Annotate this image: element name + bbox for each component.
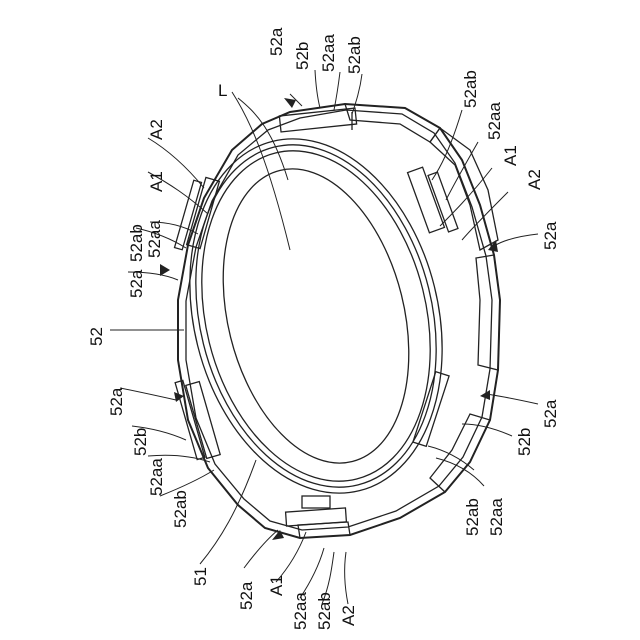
label-b-52aa: 52aa xyxy=(291,592,310,630)
label-top-52a: 52a xyxy=(267,27,286,56)
label-b-52ab: 52ab xyxy=(315,592,334,630)
label-tr-52ab: 52ab xyxy=(461,70,480,108)
block-52a-top xyxy=(345,104,440,142)
label-b-A1: A1 xyxy=(267,575,286,596)
arrow-left-lower xyxy=(174,392,184,402)
label-l-52b: 52b xyxy=(131,428,150,456)
label-l-52ab: 52ab xyxy=(171,490,190,528)
slots xyxy=(175,108,458,526)
label-L: L xyxy=(218,81,227,100)
label-tr-52aa: 52aa xyxy=(485,102,504,140)
label-top-52b: 52b xyxy=(293,42,312,70)
label-l-52a-lower: 52a xyxy=(107,387,126,416)
label-br-52aa: 52aa xyxy=(487,498,506,536)
slot-bottom-tab xyxy=(302,496,330,508)
labels: L 52a 52b 52aa 52ab 52ab 52aa A1 A2 52a … xyxy=(87,27,560,630)
label-tr-A2: A2 xyxy=(525,169,544,190)
label-l-52a-upper: 52a xyxy=(127,269,146,298)
label-tl-A2: A2 xyxy=(147,119,166,140)
label-r-52a-upper: 52a xyxy=(541,221,560,250)
label-l-52aa: 52aa xyxy=(147,458,166,496)
label-b-A2: A2 xyxy=(339,605,358,626)
arrow-heads xyxy=(160,98,498,540)
arrow-top xyxy=(284,98,296,108)
outer-housing-52 xyxy=(178,104,500,538)
label-51: 51 xyxy=(191,567,210,586)
label-top-52aa: 52aa xyxy=(319,34,338,72)
arrow-left-upper xyxy=(160,264,170,276)
label-top-52ab: 52ab xyxy=(345,36,364,74)
label-r-52a-lower: 52a xyxy=(541,399,560,428)
label-tl-52ab: 52ab xyxy=(127,224,146,262)
label-tr-A1: A1 xyxy=(501,145,520,166)
slot-right-lower xyxy=(413,372,449,447)
label-52: 52 xyxy=(87,327,106,346)
label-tl-A1: A1 xyxy=(147,171,166,192)
label-br-52ab: 52ab xyxy=(463,498,482,536)
lens-L xyxy=(194,149,437,483)
label-b-52a: 52a xyxy=(237,581,256,610)
label-tl-52aa: 52aa xyxy=(145,220,164,258)
label-r-52b: 52b xyxy=(515,428,534,456)
